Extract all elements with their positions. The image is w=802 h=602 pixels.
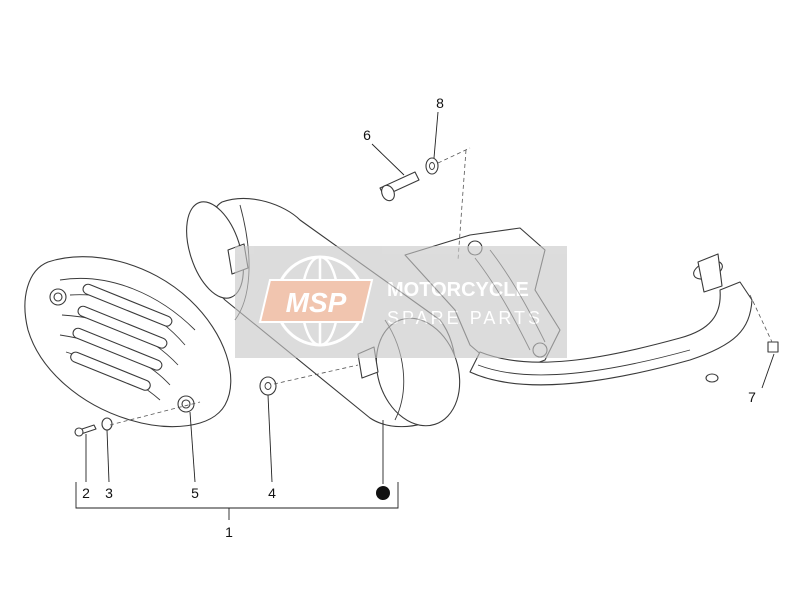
stud-pin[interactable] <box>767 341 779 353</box>
assembly-line <box>437 147 471 164</box>
leader-line <box>761 353 775 389</box>
assembly-line <box>273 364 359 385</box>
assembly-line <box>109 401 201 426</box>
rubber-grommet[interactable] <box>259 376 277 396</box>
callout-7[interactable]: 7 <box>748 389 756 405</box>
watermark-logo: MSP <box>286 287 347 318</box>
leader-line <box>106 429 110 483</box>
leader-line <box>433 111 439 159</box>
assembly-line <box>749 294 773 343</box>
leader-line <box>189 411 196 483</box>
watermark: MSP MOTORCYCLE SPARE PARTS <box>235 246 567 358</box>
watermark-line1: MOTORCYCLE <box>387 279 529 301</box>
callout-6[interactable]: 6 <box>363 127 371 143</box>
callout-2[interactable]: 2 <box>82 485 90 501</box>
callout-5[interactable]: 5 <box>191 485 199 501</box>
heat-shield[interactable] <box>24 256 232 428</box>
washer-top[interactable] <box>425 157 439 175</box>
leader-line <box>267 394 273 483</box>
assembly-line <box>457 149 467 261</box>
bolt[interactable] <box>379 171 420 203</box>
washer-small[interactable] <box>101 417 113 431</box>
callout-3[interactable]: 3 <box>105 485 113 501</box>
watermark-line2: SPARE PARTS <box>387 308 543 328</box>
group-bracket <box>75 482 399 509</box>
callout-1[interactable]: 1 <box>225 524 233 540</box>
exhaust-pipe[interactable] <box>469 253 753 386</box>
callout-4[interactable]: 4 <box>268 485 276 501</box>
assembly-dot-marker <box>376 486 390 500</box>
screw[interactable] <box>74 424 97 437</box>
callout-8[interactable]: 8 <box>436 95 444 111</box>
leader-line <box>371 143 405 176</box>
